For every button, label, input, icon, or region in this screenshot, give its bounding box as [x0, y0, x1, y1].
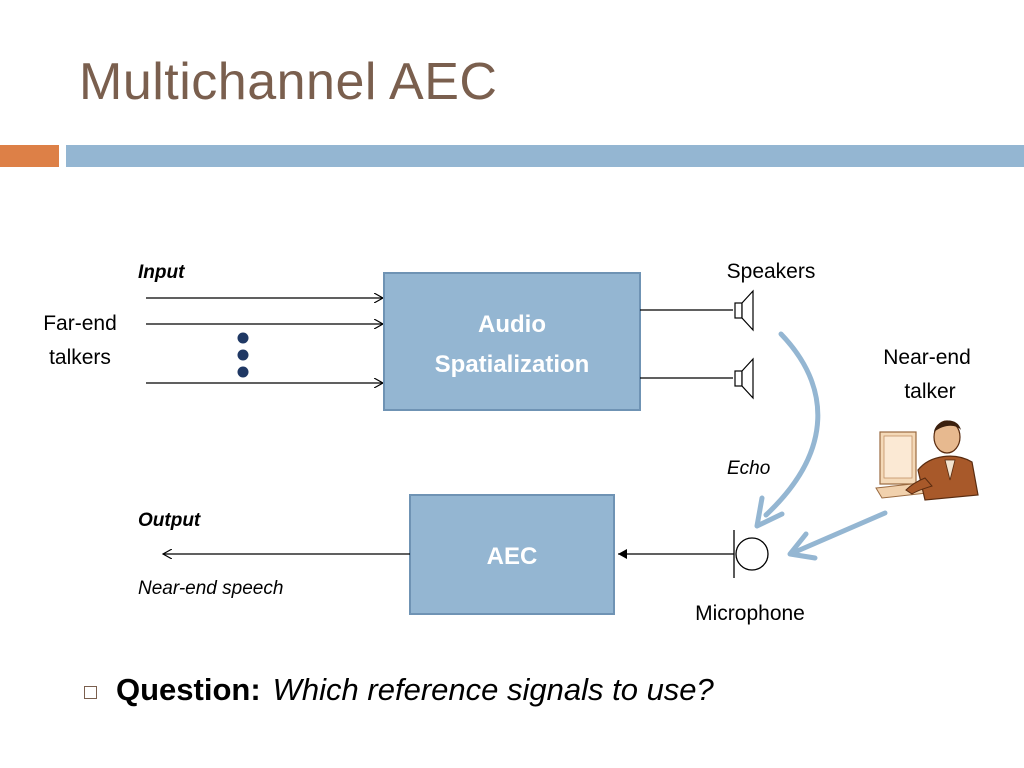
speaker-icon-bottom: [734, 357, 754, 400]
far-end-label-line2: talkers: [49, 346, 111, 369]
microphone-icon: [733, 530, 769, 578]
far-end-label-line1: Far-end: [43, 312, 117, 335]
echo-label: Echo: [727, 458, 770, 479]
ellipsis-dot-3: [237, 366, 249, 378]
near-end-talker-label-line1: Near-end: [883, 346, 971, 369]
speaker-icon-top: [734, 289, 754, 332]
speakers-label: Speakers: [727, 260, 816, 283]
near-end-speech-label: Near-end speech: [138, 578, 283, 599]
microphone-label: Microphone: [695, 602, 805, 625]
audio-spatialization-label-line2: Spatialization: [435, 351, 590, 378]
question-label: Question:: [116, 672, 261, 707]
audio-spatialization-box: [383, 272, 641, 411]
ellipsis-dot-1: [237, 332, 249, 344]
near-end-talker-label-line2: talker: [904, 380, 955, 403]
input-label: Input: [138, 262, 185, 283]
output-label: Output: [138, 510, 201, 531]
aec-label: AEC: [487, 543, 538, 570]
person-at-computer-icon: [875, 420, 979, 501]
bullet-square-icon: [84, 685, 97, 699]
question-bullet: Question: Which reference signals to use…: [84, 668, 714, 712]
title-accent-bar: [0, 145, 59, 167]
audio-spatialization-label-line1: Audio: [478, 311, 546, 338]
echo-arrow: [763, 331, 821, 518]
talker-to-mic-arrow-head: [787, 531, 818, 561]
title-divider-bar: [66, 145, 1024, 167]
echo-arrow-head: [754, 495, 785, 529]
talker-to-mic-arrow: [792, 510, 888, 555]
ellipsis-dot-2: [237, 349, 249, 361]
slide-title: Multichannel AEC: [79, 53, 498, 111]
aec-box: [409, 494, 615, 615]
question-text: Which reference signals to use?: [272, 672, 714, 707]
